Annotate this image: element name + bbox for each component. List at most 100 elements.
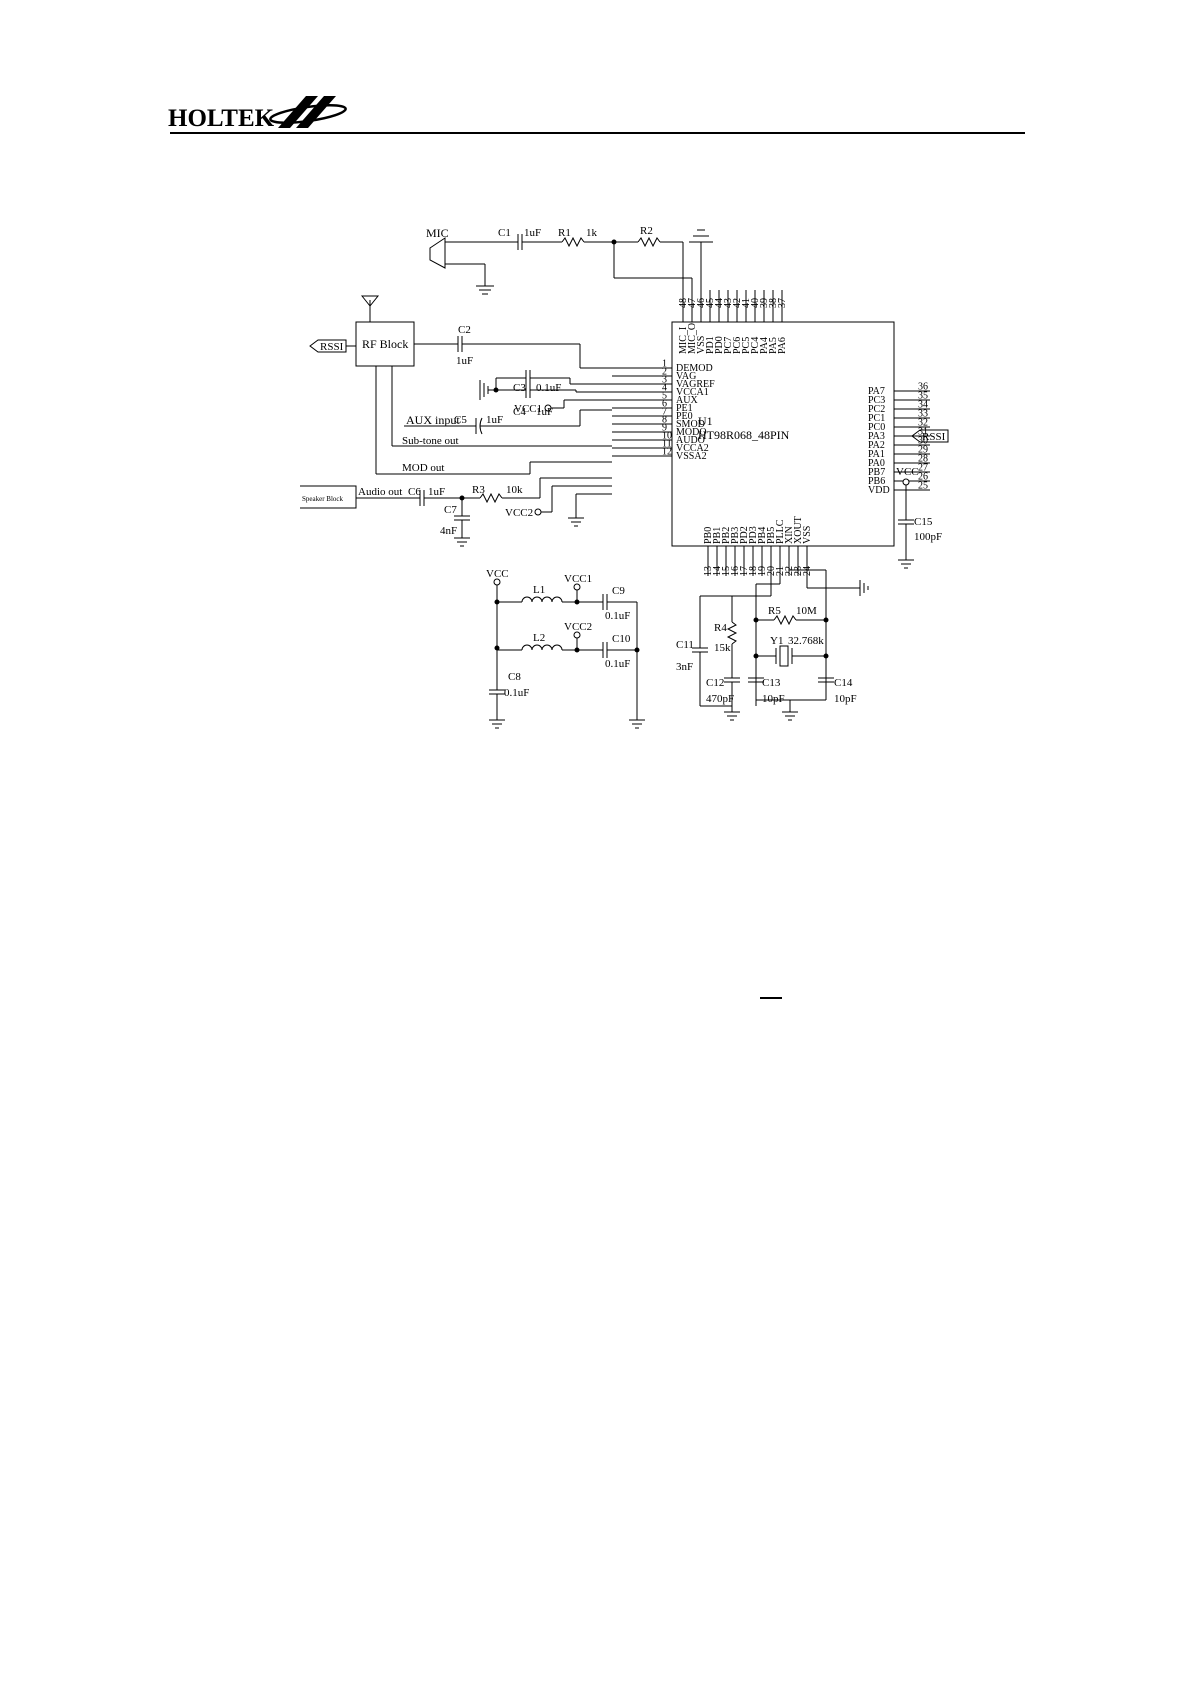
brand-mark-icon xyxy=(269,96,347,128)
holtek-logo: HOLTEK xyxy=(168,96,347,132)
pin-name: MODO xyxy=(676,427,707,438)
r1-value: 1k xyxy=(586,227,598,239)
pin-name: XIN xyxy=(784,526,795,544)
pin-number: 46 xyxy=(696,298,707,308)
c11-ref: C11 xyxy=(676,639,694,651)
l1-label: L1 xyxy=(533,584,545,596)
c4-ref: C4 xyxy=(513,406,526,418)
pin-name: VAG xyxy=(676,371,696,382)
pin-name: PD3 xyxy=(748,526,759,544)
r1-ref: R1 xyxy=(558,227,571,239)
pin-name: VSS xyxy=(696,336,707,354)
c7-value: 4nF xyxy=(440,525,457,537)
pin-name: PA7 xyxy=(868,386,885,397)
y1-ref: Y1 xyxy=(770,635,783,647)
ground-icon xyxy=(476,285,494,295)
application-circuit-schematic: 1DEMOD2VAG3VAGREF4VCCA15AUX6PE17PE08SMOD… xyxy=(300,225,949,729)
pin-name: VAGREF xyxy=(676,379,715,390)
pin-number: 20 xyxy=(766,566,777,576)
pin-number: 39 xyxy=(759,298,770,308)
ground-top-icon xyxy=(689,229,713,250)
pin-name: PB1 xyxy=(712,527,723,544)
vcc1-net-label: VCC1 xyxy=(514,403,542,415)
c11-value: 3nF xyxy=(676,661,693,673)
c12-value: 470pF xyxy=(706,693,734,705)
crystal-y1-icon xyxy=(775,645,793,667)
pin-name: PD0 xyxy=(714,336,725,354)
brand-text: HOLTEK xyxy=(168,105,275,132)
mic-label: MIC xyxy=(426,226,449,240)
c2-value: 1uF xyxy=(456,355,473,367)
antenna-icon xyxy=(360,295,380,322)
pin-number: 32 xyxy=(918,418,928,429)
c5-ref: C5 xyxy=(454,414,467,426)
pin-name: PA2 xyxy=(868,440,885,451)
pin-name: PB6 xyxy=(868,476,885,487)
pin-number: 19 xyxy=(757,566,768,576)
pin-number: 29 xyxy=(918,445,928,456)
rf-block-label: RF Block xyxy=(362,337,408,351)
pin-number: 1 xyxy=(662,359,667,370)
pin-number: 14 xyxy=(712,566,723,576)
pin-number: 11 xyxy=(662,439,672,450)
inductor-l1-icon xyxy=(521,596,563,603)
pin-number: 21 xyxy=(775,566,786,576)
pin-number: 30 xyxy=(918,436,928,447)
r2-ref: R2 xyxy=(640,225,653,237)
c1-ref: C1 xyxy=(498,227,511,239)
c8-ref: C8 xyxy=(508,671,521,683)
pin-number: 24 xyxy=(802,566,813,576)
pin-number: 45 xyxy=(705,298,716,308)
pin-number: 28 xyxy=(918,454,928,465)
vcc1-label: VCC1 xyxy=(564,573,592,585)
pin-number: 8 xyxy=(662,415,667,426)
pin-name: PD2 xyxy=(739,526,750,544)
pin-name: DEMOD xyxy=(676,363,713,374)
pin-number: 41 xyxy=(741,298,752,308)
pin-name: AUX xyxy=(676,395,698,406)
pin-name: PA0 xyxy=(868,458,885,469)
aux-input-label: AUX input xyxy=(406,413,460,427)
c2-ref: C2 xyxy=(458,324,471,336)
pin-name: PC4 xyxy=(750,337,761,354)
pin-name: MIC_I xyxy=(678,327,689,354)
capacitor-c1-icon xyxy=(517,234,523,250)
pin-name: PC7 xyxy=(723,337,734,354)
pin-name: PC5 xyxy=(741,337,752,354)
c13-ref: C13 xyxy=(762,677,781,689)
resistor-r4-icon xyxy=(726,621,738,645)
pin-number: 44 xyxy=(714,298,725,308)
pin-number: 12 xyxy=(662,447,672,458)
overline-mark xyxy=(760,997,782,999)
pin-name: PB4 xyxy=(757,527,768,544)
pin-number: 33 xyxy=(918,409,928,420)
pin-number: 48 xyxy=(678,298,689,308)
pin-number: 22 xyxy=(784,566,795,576)
resistor-r1-icon xyxy=(561,236,585,248)
c6-value: 1uF xyxy=(428,486,445,498)
r3-ref: R3 xyxy=(472,484,485,496)
pin-name: MIC_O xyxy=(687,323,698,354)
c15-ref: C15 xyxy=(914,516,933,528)
c3-value: 0.1uF xyxy=(536,382,561,394)
pin-name: VCCA1 xyxy=(676,387,709,398)
pin-name: PB0 xyxy=(703,527,714,544)
pin-number: 6 xyxy=(662,399,667,410)
subtone-out-label: Sub-tone out xyxy=(402,435,459,447)
header-divider xyxy=(170,132,1025,134)
pin-name: VSSA2 xyxy=(676,451,707,462)
c6-ref: C6 xyxy=(408,486,421,498)
pin-name: PA1 xyxy=(868,449,885,460)
pin-name: VCCA2 xyxy=(676,443,709,454)
c9-ref: C9 xyxy=(612,585,625,597)
pin-number: 35 xyxy=(918,391,928,402)
c13-value: 10pF xyxy=(762,693,785,705)
pin-number: 5 xyxy=(662,391,667,402)
ic-body xyxy=(671,321,895,547)
pin-name: PC6 xyxy=(732,337,743,354)
pin-number: 34 xyxy=(918,400,928,411)
c10-ref: C10 xyxy=(612,633,631,645)
pin-number: 23 xyxy=(793,566,804,576)
pin-name: PD1 xyxy=(705,336,716,354)
c5-value: 1uF xyxy=(486,414,503,426)
